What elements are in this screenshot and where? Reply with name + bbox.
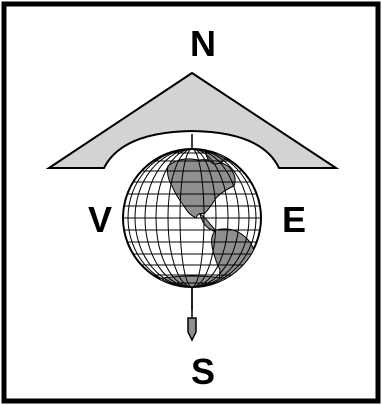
north-label: N [190,23,216,64]
east-label: E [282,199,306,240]
south-label: S [191,351,215,392]
west-label: V [88,199,112,240]
